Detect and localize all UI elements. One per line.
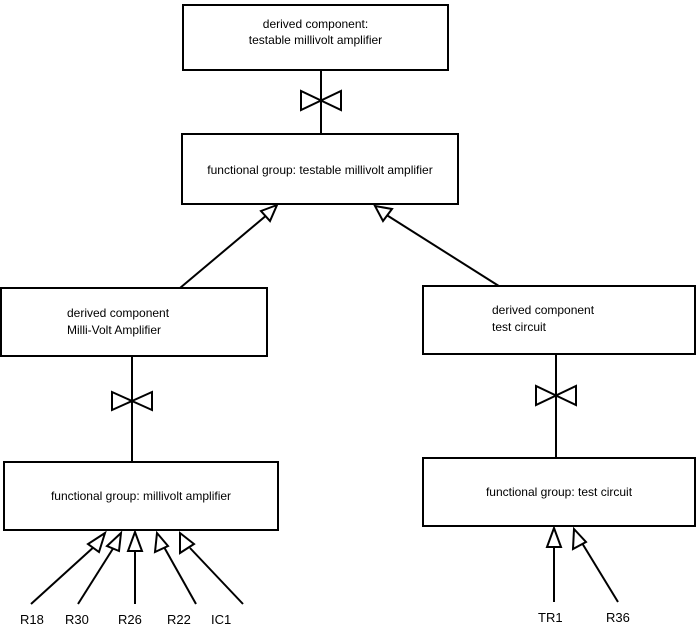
box-label-line1: derived component: xyxy=(263,17,368,31)
arrow-shaft xyxy=(30,544,97,605)
arrow-head-open xyxy=(571,526,588,551)
arrow-shaft xyxy=(179,213,269,289)
bowtie-top-icon xyxy=(300,89,342,112)
node-fg-testable-millivolt-amplifier[interactable]: functional group: testable millivolt amp… xyxy=(181,133,459,205)
arrow-shaft xyxy=(77,546,115,605)
arrow-head-open xyxy=(105,530,123,553)
node-fg-millivolt-amplifier[interactable]: functional group: millivolt amplifier xyxy=(3,461,279,531)
leaf-arrow-r36 xyxy=(571,526,619,603)
box-label-line1: derived component xyxy=(67,306,170,320)
box-outline xyxy=(422,457,696,527)
bowtie-right-triangle xyxy=(129,390,153,412)
arrow-head-open xyxy=(545,525,563,548)
bowtie-left-triangle xyxy=(535,384,559,407)
bowtie-right-icon xyxy=(535,384,577,407)
connector-mva-to-fg-mva xyxy=(111,356,153,462)
box-outline xyxy=(3,461,279,531)
leaf-arrow-r26 xyxy=(126,529,144,604)
box-label-line2: testable millivolt amplifier xyxy=(249,33,382,47)
bowtie-left-icon xyxy=(111,390,153,412)
leaf-label-r30: R30 xyxy=(65,612,89,627)
arrow-head-open xyxy=(126,529,144,552)
arrow-shaft xyxy=(189,547,244,605)
box-label-line1: derived component xyxy=(492,303,595,317)
box-label-line2: test circuit xyxy=(492,320,547,334)
leaf-arrow-r30 xyxy=(77,530,123,605)
arrow-head-open xyxy=(179,530,196,555)
leaf-label-r26: R26 xyxy=(118,612,142,627)
leaf-label-r36: R36 xyxy=(606,610,630,625)
arrow-head-open xyxy=(86,530,107,554)
connector-derived-to-fg-top xyxy=(300,70,342,134)
arrow-head-open xyxy=(259,203,279,223)
node-derived-milli-volt-amplifier[interactable]: derived component Milli-Volt Amplifier xyxy=(0,287,268,357)
box-label-line1: functional group: test circuit xyxy=(486,485,633,499)
box-label-line2: Milli-Volt Amplifier xyxy=(67,323,161,337)
leaf-label-r18: R18 xyxy=(20,612,44,627)
box-outline xyxy=(181,133,459,205)
leaf-arrow-r18 xyxy=(30,530,107,605)
leaf-label-ic1: IC1 xyxy=(211,612,231,627)
arrow-milli-volt-to-fg-testable xyxy=(179,203,279,289)
leaf-arrow-tr1 xyxy=(545,525,563,602)
bowtie-right-triangle xyxy=(553,384,577,407)
bowtie-left-triangle xyxy=(300,89,324,112)
node-derived-test-circuit[interactable]: derived component test circuit xyxy=(422,285,696,355)
arrow-head-open xyxy=(373,204,394,223)
arrow-test-circuit-to-fg-testable xyxy=(373,204,503,289)
arrow-shaft xyxy=(581,542,619,603)
box-outline xyxy=(182,4,449,71)
node-fg-test-circuit[interactable]: functional group: test circuit xyxy=(422,457,696,527)
arrow-shaft xyxy=(163,546,197,605)
arrow-shaft xyxy=(384,213,503,289)
arrow-head-open xyxy=(153,530,170,554)
box-outline xyxy=(422,285,696,355)
leaf-label-r22: R22 xyxy=(167,612,191,627)
bowtie-right-triangle xyxy=(318,89,342,112)
box-label-line1: functional group: testable millivolt amp… xyxy=(207,163,432,177)
node-derived-testable-millivolt-amplifier[interactable]: derived component: testable millivolt am… xyxy=(182,4,449,71)
leaf-label-tr1: TR1 xyxy=(538,610,563,625)
leaf-arrow-r22 xyxy=(153,530,197,605)
bowtie-left-triangle xyxy=(111,390,135,412)
connector-tc-to-fg-tc xyxy=(535,354,577,458)
box-label-line1: functional group: millivolt amplifier xyxy=(51,489,231,503)
leaf-arrow-ic1 xyxy=(179,530,244,605)
box-outline xyxy=(0,287,268,357)
